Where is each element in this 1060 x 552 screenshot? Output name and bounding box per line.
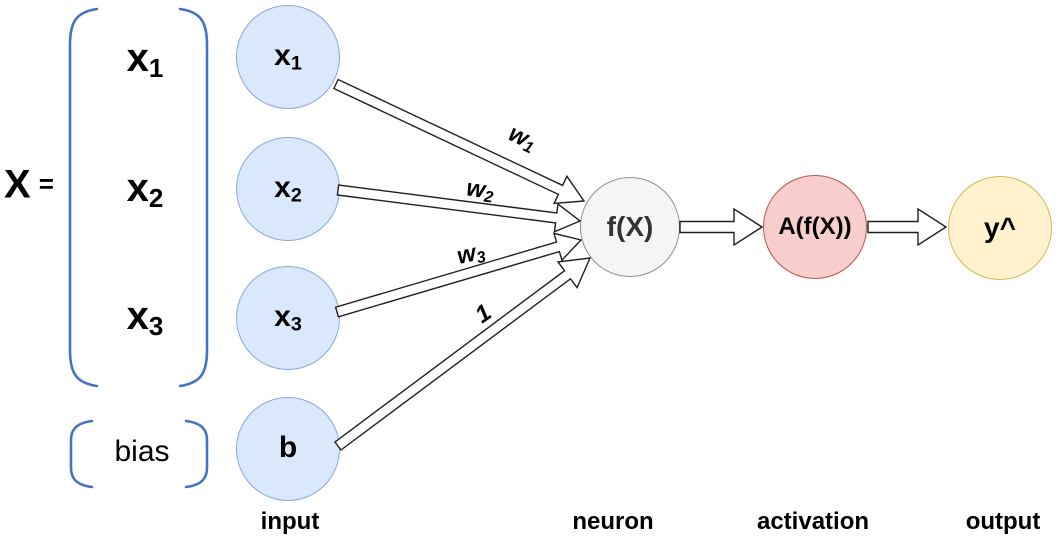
node-label: x3 [274, 299, 302, 336]
node-label: A(f(X)) [778, 213, 852, 240]
node-input-x3: x3 [236, 266, 340, 370]
matrix-entry-x3: x3 [127, 294, 164, 342]
arrow-neuron-activation [679, 207, 764, 247]
matrix-bracket-left [68, 7, 99, 388]
edge-label-w2: w2 [464, 174, 495, 207]
matrix-bracket-right [178, 7, 209, 388]
bias-bracket-left [69, 419, 94, 489]
entry-sub: 2 [148, 182, 164, 213]
edge-label-w3: w3 [454, 239, 488, 271]
edge-label-w1: w1 [504, 119, 536, 158]
entry-base: x [126, 294, 149, 339]
node-label: x2 [274, 170, 302, 207]
edge-label-bias-weight: 1 [470, 299, 497, 329]
node-output: y^ [948, 176, 1052, 280]
bias-label: bias [114, 435, 170, 468]
arrow-bias-neuron [334, 257, 592, 451]
matrix-equation: X= [4, 163, 54, 208]
node-label: y^ [984, 212, 1016, 243]
entry-base: x [126, 166, 149, 211]
caption-neuron: neuron [572, 508, 654, 535]
entry-base: x [126, 36, 149, 81]
node-label: b [278, 430, 298, 464]
matrix-symbol: X [4, 162, 31, 207]
equals-sign: = [38, 168, 54, 199]
arrow-x1-neuron [332, 78, 586, 205]
matrix-entry-x1: x1 [127, 36, 164, 84]
node-input-x1: x1 [236, 5, 340, 109]
caption-activation: activation [756, 508, 870, 535]
arrow-activation-output [867, 207, 948, 247]
entry-sub: 3 [148, 310, 164, 341]
node-label: x1 [274, 38, 302, 75]
node-input-x2: x2 [236, 137, 340, 241]
caption-output: output [965, 508, 1041, 535]
node-input-bias: b [236, 397, 340, 501]
node-neuron: f(X) [580, 177, 680, 277]
bias-bracket-right [184, 419, 209, 489]
arrow-x2-neuron [336, 184, 582, 233]
caption-input: input [260, 508, 320, 535]
node-label: f(X) [606, 211, 654, 242]
node-activation: A(f(X)) [763, 175, 867, 279]
entry-sub: 1 [148, 52, 164, 83]
matrix-entry-x2: x2 [127, 166, 164, 214]
